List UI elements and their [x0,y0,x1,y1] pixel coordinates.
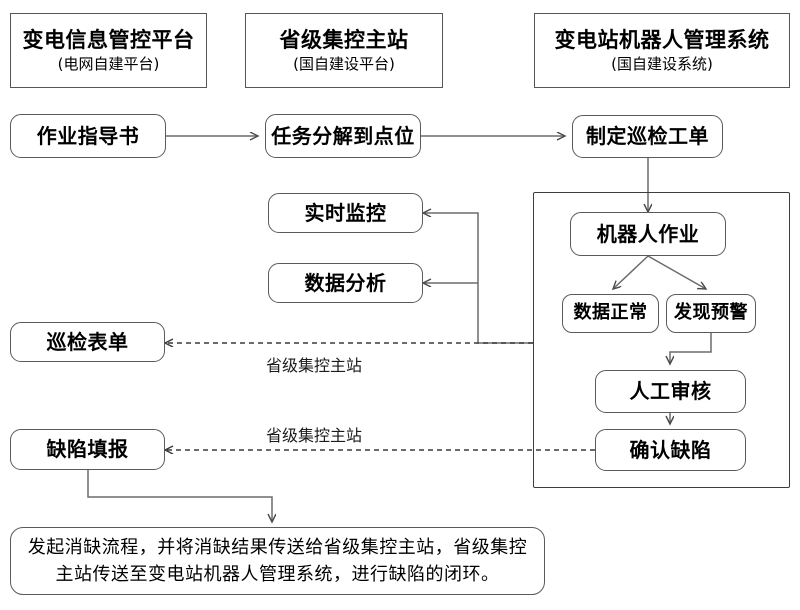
node-label: 发现预警 [674,302,748,324]
edge-label-to-inspection-form: 省级集控主站 [266,356,363,375]
node-label: 巡检表单 [46,329,129,354]
node-label: 缺陷填报 [46,437,129,461]
node-label: 机器人作业 [596,221,700,246]
header-platform-grid[interactable]: 变电信息管控平台 (电网自建平台) [10,13,207,88]
edge-group-to-monitor-trunk [423,213,533,344]
header-platform-provincial[interactable]: 省级集控主站 (国自建设平台) [245,13,443,88]
node-label: 确认缺陷 [629,437,712,462]
header-title: 省级集控主站 [279,27,409,52]
header-platform-robot[interactable]: 变电站机器人管理系统 (国自建设系统) [534,13,790,88]
header-subtitle: (国自建设平台) [293,55,395,74]
node-inspection-form[interactable]: 巡检表单 [10,322,165,362]
header-title: 变电站机器人管理系统 [554,27,770,52]
node-label: 人工审核 [629,379,712,403]
node-data-analysis[interactable]: 数据分析 [268,263,423,303]
robot-system-group-container [533,192,790,488]
edge-defect-to-summary [87,470,272,522]
node-label: 作业指导书 [36,123,140,148]
node-label: 实时监控 [304,200,387,225]
node-label: 数据分析 [304,270,387,295]
node-data-normal[interactable]: 数据正常 [562,294,659,333]
edge-label-to-defect-report: 省级集控主站 [266,426,363,445]
header-title: 变电信息管控平台 [22,27,195,52]
node-realtime-monitor[interactable]: 实时监控 [268,193,423,233]
node-defect-report[interactable]: 缺陷填报 [10,429,165,470]
node-confirm-defect[interactable]: 确认缺陷 [595,429,746,471]
header-subtitle: (国自建设系统) [611,55,713,74]
node-task-breakdown[interactable]: 任务分解到点位 [265,114,421,158]
node-robot-work[interactable]: 机器人作业 [570,212,726,256]
node-manual-review[interactable]: 人工审核 [595,370,746,413]
node-label: 数据正常 [573,302,648,324]
node-label: 制定巡检工单 [586,124,709,148]
node-make-workorder[interactable]: 制定巡检工单 [572,115,723,158]
node-work-instruction[interactable]: 作业指导书 [10,114,166,158]
summary-note-text: 发起消缺流程，并将消缺结果传送给省级集控主站，省级集控主站传送至变电站机器人管理… [27,537,528,585]
node-warning-found[interactable]: 发现预警 [666,294,756,333]
header-subtitle: (电网自建平台) [57,55,160,74]
summary-note-box[interactable]: 发起消缺流程，并将消缺结果传送给省级集控主站，省级集控主站传送至变电站机器人管理… [10,527,545,595]
node-label: 任务分解到点位 [271,123,415,148]
